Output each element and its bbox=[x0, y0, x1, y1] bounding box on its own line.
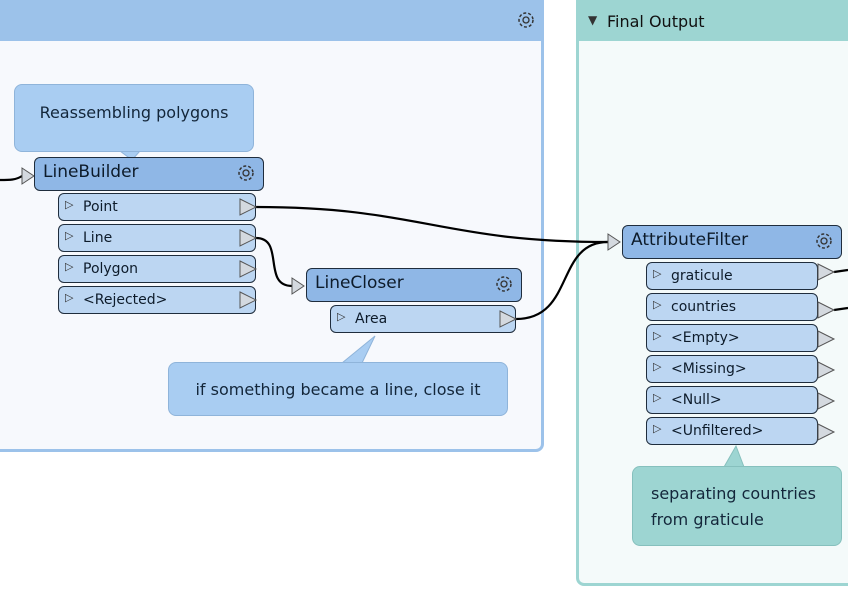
port-label: Line bbox=[83, 230, 113, 246]
annotation-separating-line1: separating countries bbox=[651, 484, 816, 503]
port-line[interactable]: ▷ Line bbox=[58, 224, 256, 252]
port-triangle-icon: ▷ bbox=[65, 260, 74, 273]
port-label: graticule bbox=[671, 268, 733, 284]
port-label: Area bbox=[355, 311, 388, 327]
port-unfiltered[interactable]: ▷ <Unfiltered> bbox=[646, 417, 818, 445]
port-triangle-icon: ▷ bbox=[653, 267, 662, 280]
port-label: <Rejected> bbox=[83, 292, 168, 308]
gear-icon[interactable] bbox=[493, 273, 515, 295]
port-empty[interactable]: ▷ <Empty> bbox=[646, 324, 818, 352]
annotation-separating-line2: from graticule bbox=[651, 510, 764, 529]
port-label: <Missing> bbox=[671, 361, 747, 377]
transformer-linebuilder[interactable]: LineBuilder bbox=[34, 157, 264, 191]
port-triangle-icon: ▷ bbox=[65, 229, 74, 242]
bookmark-title: Final Output bbox=[607, 12, 705, 31]
port-triangle-icon: ▷ bbox=[653, 329, 662, 342]
annotation-reassembling[interactable]: Reassembling polygons bbox=[14, 84, 254, 152]
port-area[interactable]: ▷ Area bbox=[330, 305, 516, 333]
port-triangle-icon: ▷ bbox=[65, 198, 74, 211]
triangle-down-icon[interactable]: ▼ bbox=[588, 13, 598, 27]
annotation-close-line[interactable]: if something became a line, close it bbox=[168, 362, 508, 416]
port-triangle-icon: ▷ bbox=[653, 298, 662, 311]
port-label: countries bbox=[671, 299, 737, 315]
port-rejected[interactable]: ▷ <Rejected> bbox=[58, 286, 256, 314]
port-triangle-icon: ▷ bbox=[653, 422, 662, 435]
port-polygon[interactable]: ▷ Polygon bbox=[58, 255, 256, 283]
transformer-linebuilder-title: LineBuilder bbox=[43, 162, 139, 182]
bookmark-final-output-header[interactable]: ▼ Final Output bbox=[579, 0, 848, 41]
transformer-linecloser-title: LineCloser bbox=[315, 273, 404, 293]
port-graticule[interactable]: ▷ graticule bbox=[646, 262, 818, 290]
transformer-attributefilter[interactable]: AttributeFilter bbox=[622, 225, 842, 259]
annotation-reassembling-text: Reassembling polygons bbox=[39, 103, 229, 122]
bookmark-left-header[interactable] bbox=[0, 0, 541, 41]
annotation-close-line-text: if something became a line, close it bbox=[195, 380, 481, 399]
port-triangle-icon: ▷ bbox=[337, 310, 346, 323]
port-label: Polygon bbox=[83, 261, 139, 277]
gear-icon[interactable] bbox=[813, 230, 835, 252]
port-null[interactable]: ▷ <Null> bbox=[646, 386, 818, 414]
gear-icon[interactable] bbox=[235, 162, 257, 184]
port-point[interactable]: ▷ Point bbox=[58, 193, 256, 221]
port-countries[interactable]: ▷ countries bbox=[646, 293, 818, 321]
transformer-attributefilter-title: AttributeFilter bbox=[631, 230, 749, 250]
port-triangle-icon: ▷ bbox=[65, 291, 74, 304]
port-triangle-icon: ▷ bbox=[653, 360, 662, 373]
port-label: <Null> bbox=[671, 392, 722, 408]
transformer-linecloser[interactable]: LineCloser bbox=[306, 268, 522, 302]
annotation-separating[interactable]: separating countries from graticule bbox=[632, 466, 842, 546]
port-label: <Empty> bbox=[671, 330, 740, 346]
port-label: <Unfiltered> bbox=[671, 423, 764, 439]
port-triangle-icon: ▷ bbox=[653, 391, 662, 404]
port-missing[interactable]: ▷ <Missing> bbox=[646, 355, 818, 383]
bookmark-left-gear-icon[interactable] bbox=[515, 9, 537, 31]
port-label: Point bbox=[83, 199, 118, 215]
